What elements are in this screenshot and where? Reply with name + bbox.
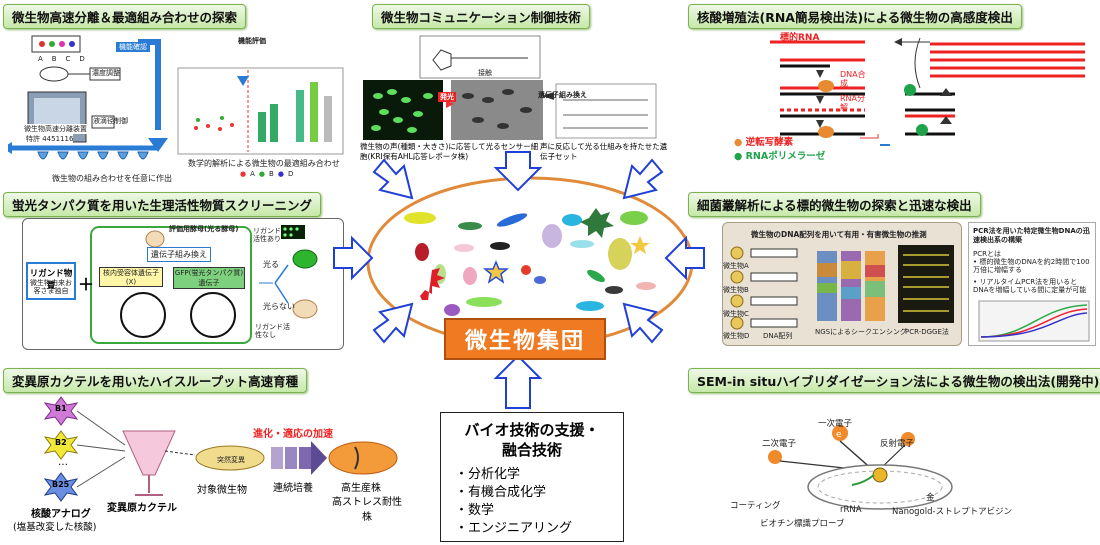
section-title-sem: SEM-in situハイブリダイゼーション法による微生物の検出法(開発中) — [688, 368, 1100, 393]
geneset-caption: 声に反応して光る仕組みを持たせた遺伝子セット — [540, 142, 668, 161]
section-title-rna-detection: 核酸増殖法(RNA簡易検出法)による微生物の高感度検出 — [688, 4, 1022, 29]
biotin-probe-label: ビオチン標識プローブ — [760, 519, 845, 529]
culture-label: 連続培養 — [273, 483, 313, 494]
sensor-caption: 微生物の声(種類・大きさ)に応答して光るセンサー細胞(KRI保有AHL応答レポー… — [360, 142, 539, 161]
analog-dots: … — [58, 457, 68, 468]
pcr-bullet-1: • 標的微生物のDNAを約2時間で100万倍に増幅する — [973, 258, 1090, 274]
glow-label: 光る — [263, 260, 279, 269]
support-item-1: ・分析化学 — [455, 467, 521, 482]
analog-sub-label: (塩基改変した核酸) — [13, 522, 97, 533]
result-line-1: 高生産株 — [341, 483, 381, 494]
dna-seq-label: DNA配列 — [763, 332, 793, 340]
math-caption: 数学的解析による微生物の最適組み合わせ — [188, 159, 340, 168]
pcr-dgge-label: PCR-DGGE法 — [905, 328, 949, 336]
section-title-communication: 微生物コミュニケーション制御技術 — [372, 4, 590, 29]
pcr-bullet-2: • リアルタイムPCR法を用いるとDNAを増幅している間に定量が可能 — [973, 278, 1087, 294]
pcr-panel: PCR法を用いた特定微生物DNAの迅速検出系の構築 PCRとは • 標的微生物の… — [968, 222, 1096, 346]
plus-sign: ＋ — [78, 275, 95, 294]
ligand-box-title: リガンド物質 — [29, 269, 73, 291]
rna-decomp-label: RNA分解 — [840, 94, 866, 112]
contact-label: 接触 — [478, 69, 492, 77]
strain-letters: ABCD — [38, 55, 94, 63]
support-item-2: ・有機合成化学 — [455, 485, 547, 500]
support-item-3: ・数学 — [455, 503, 495, 518]
microbe-label-d: 微生物D — [723, 332, 750, 340]
microbe-label-a: 微生物A — [723, 262, 749, 270]
coating-label: コーティング — [730, 501, 781, 511]
analog-b2: B2 — [55, 438, 67, 447]
support-title-1: バイオ技術の支援・ — [464, 421, 600, 439]
eval-yeast-label: 評価用酵母(光る酵母) — [169, 225, 239, 233]
evolution-label: 進化・適応の加速 — [253, 429, 333, 440]
result-line-2: 高ストレス耐性株 — [332, 497, 402, 523]
combo-caption: 微生物の組み合わせを任意に作出 — [52, 174, 172, 183]
ligand-active-label: リガンド活性あり — [253, 227, 281, 243]
isolation-panel: ABCD 機能確認 機能評価 濃度調整 液滴径制御 微生物高速分離装置 特許 4… — [8, 30, 353, 183]
secondary-electron-label: 二次電子 — [762, 439, 797, 449]
cocktail-label: 変異原カクテル — [107, 503, 177, 514]
analog-b25: B25 — [52, 480, 70, 489]
pcr-title: PCR法を用いた特定微生物DNAの迅速検出系の構築 — [973, 227, 1090, 244]
microbe-label-c: 微生物C — [723, 310, 749, 318]
center-community-label: 微生物集団 — [444, 318, 606, 360]
function-eval-title: 機能評価 — [238, 37, 266, 45]
mutation-label: 突然変異 — [217, 456, 245, 464]
section-title-isolation: 微生物高速分離＆最適組み合わせの探索 — [3, 4, 247, 29]
gold-label: 金 — [926, 493, 935, 503]
analysis-title: 微生物のDNA配列を用いて有用・有害微生物の推測 — [751, 230, 927, 239]
breeding-panel: B1 B2 … B25 核酸アナログ (塩基改変した核酸) 変異原カクテル 突然… — [5, 395, 405, 540]
concentration-label: 濃度調整 — [92, 69, 120, 77]
ligand-inactive-label: リガンド活性なし — [255, 323, 290, 339]
microbiome-panel: 微生物のDNA配列を用いて有用・有害微生物の推測 微生物A 微生物B 微生物C … — [722, 222, 962, 346]
communication-panel: 接触 発光 遺伝子組み換え 微生物の声(種類・大きさ)に応答して光るセンサー細胞… — [358, 30, 668, 175]
legend-abd: ●A●B●D — [240, 170, 298, 178]
machine-label: 微生物高速分離装置 — [24, 124, 87, 134]
sem-panel: e 一次電子 二次電子 反射電子 コーティング rRNA 金 Nanogold-… — [700, 395, 1095, 540]
gfp-gene-box: GFP(蛍光タンパク質)遺伝子 — [173, 267, 245, 289]
rna-detection-panel: 標的RNA DNA合成 RNA分解 ● 逆転写酵素 ● RNAポリメラーゼ — [690, 30, 1095, 180]
microbe-label-b: 微生物B — [723, 286, 749, 294]
analog-b1: B1 — [55, 404, 67, 413]
legend-rnap: ● RNAポリメラーゼ — [734, 151, 826, 162]
section-title-breeding: 変異原カクテルを用いたハイスループット高速育種 — [3, 368, 308, 393]
e-symbol-1: e — [836, 430, 842, 440]
primary-electron-label: 一次電子 — [818, 419, 853, 429]
flow-arrows — [333, 151, 705, 409]
dna-synthesis-label: DNA合成 — [840, 70, 866, 88]
pcr-heading: PCRとは — [973, 250, 1001, 258]
ngs-label: NGSによるシークエンシング — [815, 328, 907, 336]
ligand-box-sub: 微生物由来お客さま独自 — [30, 279, 72, 295]
function-check-label: 機能確認 — [116, 42, 150, 52]
gene-mod-box: 遺伝子組み換え — [147, 247, 211, 262]
patent-label: 特許 4451116 — [26, 134, 74, 144]
luminescence-label: 発光 — [438, 92, 456, 102]
reflected-electron-label: 反射電子 — [880, 439, 915, 449]
fluorescence-panel: リガンド物質 微生物由来お客さま独自 ＋ 評価用酵母(光る酵母) 遺伝子組み換え… — [22, 218, 344, 350]
target-rna-label: 標的RNA — [780, 33, 820, 43]
target-microbe-label: 対象微生物 — [197, 485, 247, 496]
rrna-label: rRNA — [840, 505, 862, 515]
legend-rt: ● 逆転写酵素 — [734, 137, 794, 148]
receptor-gene-box: 核内受容体遺伝子(X) — [99, 267, 163, 287]
gene-mod-label: 遺伝子組み換え — [538, 91, 587, 99]
section-title-fluorescence: 蛍光タンパク質を用いた生理活性物質スクリーニング — [3, 192, 322, 217]
support-item-4: ・エンジニアリング — [455, 521, 573, 536]
section-title-microbiome: 細菌叢解析による標的微生物の探索と迅速な検出 — [688, 192, 981, 217]
microbe-shapes — [404, 208, 656, 316]
no-glow-label: 光らない — [263, 302, 295, 311]
nanogold-label: Nanogold-ストレプトアビジン — [892, 507, 1013, 517]
droplet-label: 液滴径制御 — [93, 117, 128, 125]
support-box: バイオ技術の支援・ 融合技術 ・分析化学 ・有機合成化学 ・数学 ・エンジニアリ… — [440, 412, 624, 542]
support-title-2: 融合技術 — [501, 441, 562, 459]
analog-label: 核酸アナログ — [31, 509, 91, 520]
